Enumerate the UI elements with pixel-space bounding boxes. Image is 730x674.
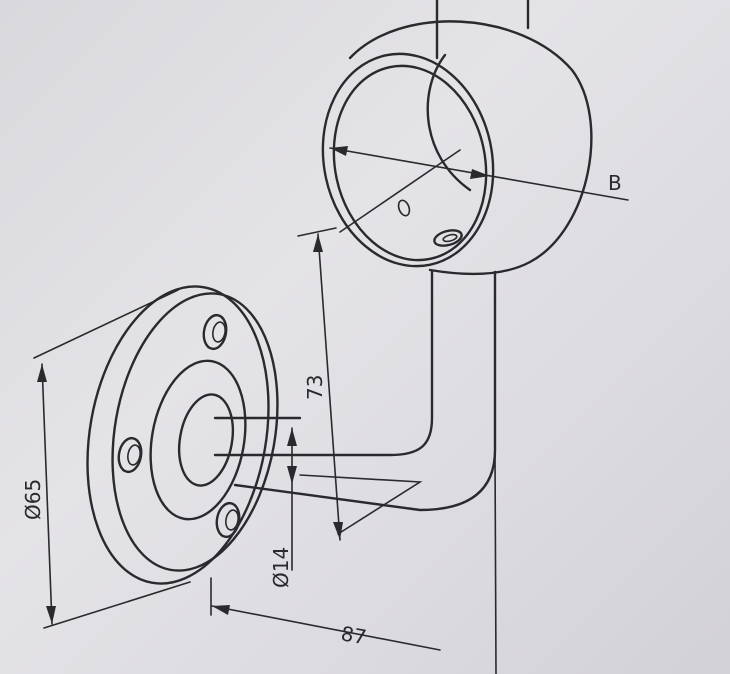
dim-saddle-diameter: [329, 146, 629, 233]
label-projection: 87: [339, 621, 368, 649]
dim-flange-diameter: [33, 289, 191, 629]
dim-projection: [210, 449, 497, 674]
wall-flange: [86, 285, 279, 585]
support-arm: [213, 270, 497, 512]
rail-stub: [435, 0, 530, 60]
label-height: 73: [303, 375, 327, 400]
dim-tube-diameter: [287, 427, 297, 571]
dim-height: [297, 227, 423, 541]
label-flange-diameter: Ø65: [21, 479, 45, 520]
label-tube-diameter: Ø14: [269, 547, 293, 588]
label-saddle-diameter: B: [608, 171, 622, 195]
saddle-ball: [321, 20, 593, 276]
